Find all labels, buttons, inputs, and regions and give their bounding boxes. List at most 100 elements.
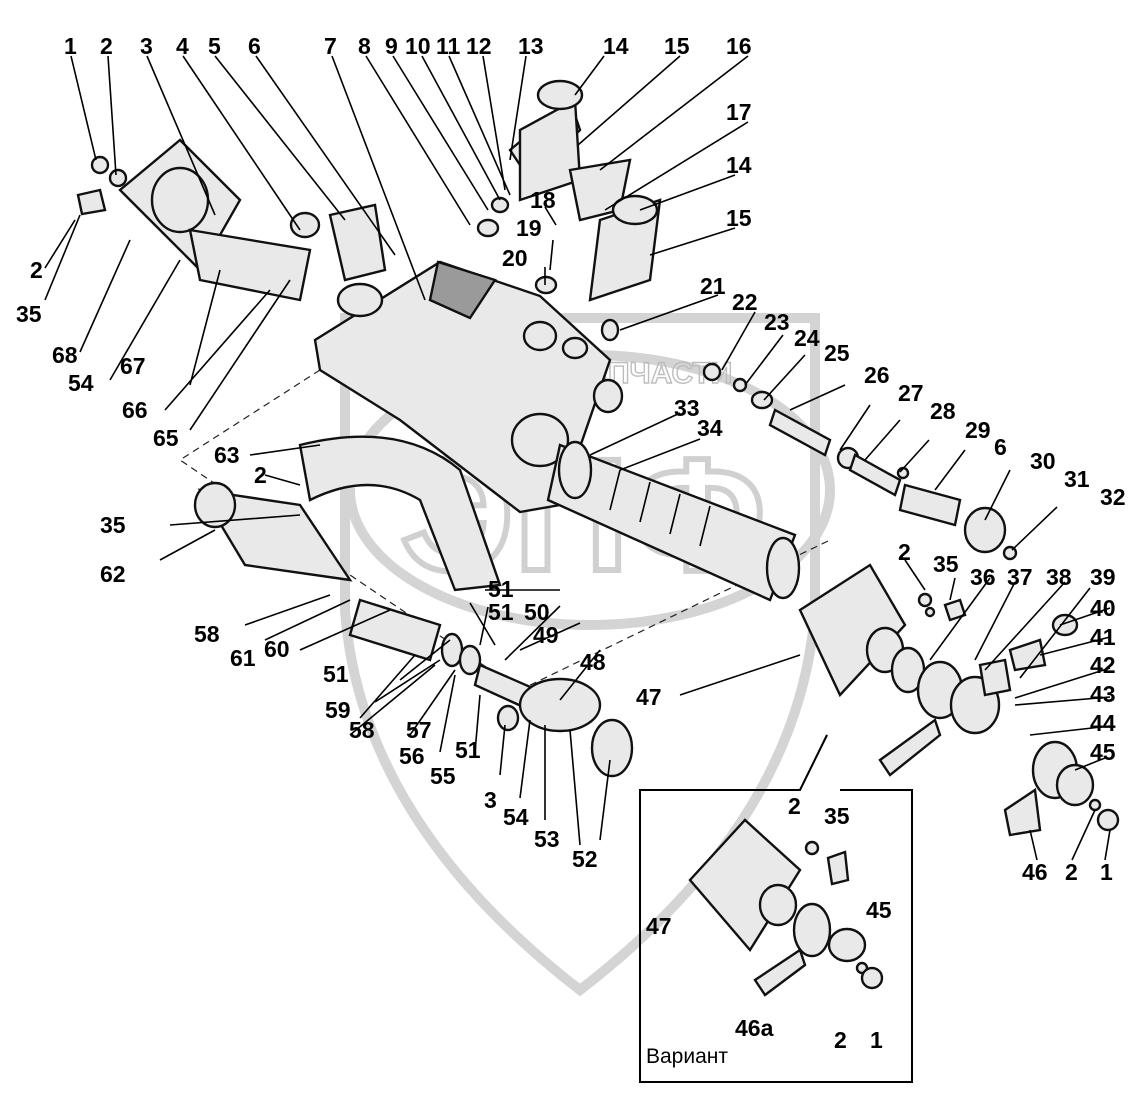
label-43: 43: [1090, 681, 1116, 707]
label-31: 31: [1064, 466, 1090, 492]
label-29: 29: [965, 417, 991, 443]
label-35-c: 35: [933, 551, 959, 577]
spool-assembly: [546, 440, 801, 602]
label-62: 62: [100, 561, 126, 587]
label-60: 60: [264, 636, 290, 662]
label-34: 34: [697, 415, 723, 441]
label-54-a: 54: [503, 804, 529, 830]
label-17: 17: [726, 99, 752, 125]
label-6-b: 6: [994, 434, 1007, 460]
label-50: 50: [524, 599, 550, 625]
label-1-f: 1: [870, 1027, 883, 1053]
label-27: 27: [898, 380, 924, 406]
label-47-e: 47: [646, 913, 672, 939]
label-28: 28: [930, 398, 956, 424]
label-57: 57: [406, 717, 432, 743]
label-68: 68: [52, 342, 78, 368]
label-30: 30: [1030, 448, 1056, 474]
label-15-b: 15: [726, 205, 752, 231]
label-7: 7: [324, 33, 337, 59]
label-45: 45: [1090, 739, 1116, 765]
label-2-e: 2: [788, 793, 801, 819]
variant-title: Вариант: [646, 1045, 728, 1068]
label-58-a: 58: [349, 717, 375, 743]
variant-panel: Вариант: [639, 734, 913, 1083]
label-19: 19: [516, 215, 542, 241]
label-2-d: 2: [1065, 859, 1078, 885]
label-51-c: 51: [455, 737, 481, 763]
label-53: 53: [534, 826, 560, 852]
label-55: 55: [430, 763, 456, 789]
label-40: 40: [1090, 595, 1116, 621]
part-labels: 1 2 3 4 5 6 7 8 9 10 11 12 13 14 15 16 1…: [16, 33, 1126, 1053]
leader-lines: [44, 55, 1111, 861]
label-65: 65: [153, 425, 179, 451]
label-32: 32: [1100, 484, 1126, 510]
label-16: 16: [726, 33, 752, 59]
label-52: 52: [572, 846, 598, 872]
label-35-e: 35: [824, 803, 850, 829]
top-fittings: [289, 79, 662, 302]
bracket-63: [298, 435, 502, 592]
label-8: 8: [358, 33, 371, 59]
label-1: 1: [64, 33, 77, 59]
label-14: 14: [603, 33, 629, 59]
label-21: 21: [700, 273, 726, 299]
label-54-b: 54: [68, 370, 94, 396]
label-48: 48: [580, 649, 606, 675]
cylinder-62: [193, 481, 353, 582]
label-58-b: 58: [194, 621, 220, 647]
label-3-b: 3: [484, 787, 497, 813]
label-1-d: 1: [1100, 859, 1113, 885]
label-42: 42: [1090, 652, 1116, 678]
label-35-a: 35: [16, 301, 42, 327]
label-2-b: 2: [254, 462, 267, 488]
label-37: 37: [1007, 564, 1033, 590]
label-15: 15: [664, 33, 690, 59]
label-24: 24: [794, 325, 820, 351]
label-12: 12: [466, 33, 492, 59]
label-51-d: 51: [488, 599, 514, 625]
label-44: 44: [1090, 710, 1116, 736]
label-3: 3: [140, 33, 153, 59]
label-11: 11: [436, 33, 461, 59]
label-56: 56: [399, 743, 425, 769]
label-26: 26: [864, 362, 890, 388]
label-22: 22: [732, 289, 758, 315]
label-36: 36: [970, 564, 996, 590]
label-2: 2: [100, 33, 113, 59]
label-59: 59: [325, 697, 351, 723]
label-9: 9: [385, 33, 398, 59]
label-20: 20: [502, 245, 528, 271]
label-33: 33: [674, 395, 700, 421]
label-51-a: 51: [488, 576, 514, 602]
watermark-shield: [340, 313, 820, 997]
label-13: 13: [518, 33, 544, 59]
label-66: 66: [122, 397, 148, 423]
label-63: 63: [214, 442, 240, 468]
label-10: 10: [405, 33, 431, 59]
label-25: 25: [824, 340, 850, 366]
label-4: 4: [176, 33, 189, 59]
label-67: 67: [120, 353, 146, 379]
label-51-b: 51: [323, 661, 349, 687]
label-46: 46: [1022, 859, 1048, 885]
label-61: 61: [230, 645, 256, 671]
label-23: 23: [764, 309, 790, 335]
valve-housing: [313, 260, 624, 514]
label-47: 47: [636, 684, 662, 710]
label-2-c: 2: [898, 539, 911, 565]
small-spool-parts: [348, 598, 634, 778]
label-49: 49: [533, 622, 559, 648]
label-2-f: 2: [834, 1027, 847, 1053]
left-cover: [76, 138, 312, 302]
label-41: 41: [1090, 624, 1116, 650]
label-5: 5: [208, 33, 221, 59]
label-18: 18: [530, 187, 556, 213]
label-46a: 46а: [735, 1015, 774, 1041]
label-14-b: 14: [726, 152, 752, 178]
label-45-e: 45: [866, 897, 892, 923]
label-38: 38: [1046, 564, 1072, 590]
label-6: 6: [248, 33, 261, 59]
